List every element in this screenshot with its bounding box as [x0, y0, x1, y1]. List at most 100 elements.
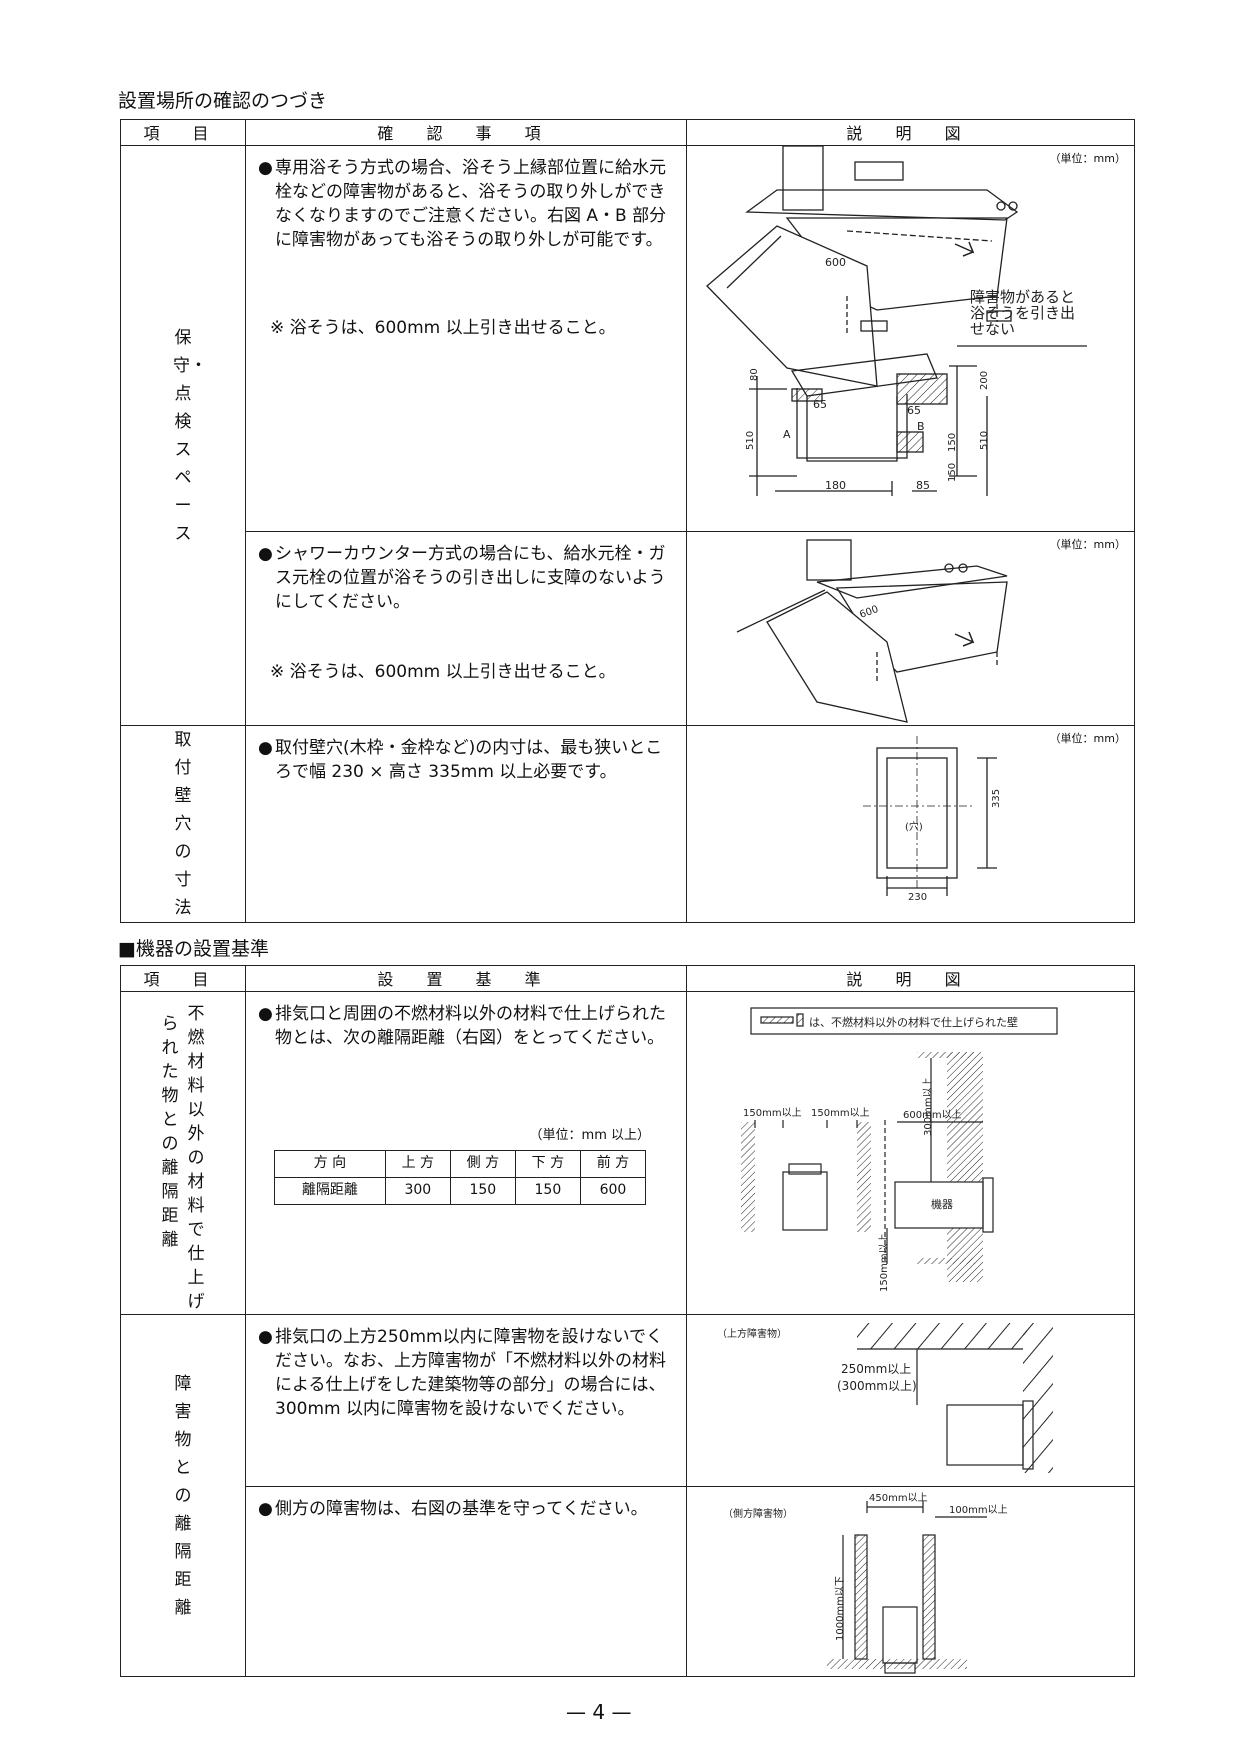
mini-cell: 150 — [449, 1177, 516, 1205]
table-header: 項 目 確 認 事 項 説 明 図 — [120, 119, 1135, 146]
table-header: 項 目 設 置 基 準 説 明 図 — [120, 965, 1135, 992]
section-title: ■機器の設置基準 — [118, 938, 269, 960]
figure-side-obstacle: （側方障害物） 450mm以上 100mm以上 1000mm以下 — [686, 1486, 1135, 1677]
mini-head: 上 方 — [384, 1150, 451, 1178]
dim-bottom: 150mm以上 — [878, 1233, 890, 1292]
figure-upper-obstacle: （上方障害物） 250mm以上 (300mm以上) — [686, 1314, 1135, 1487]
row-label-maintenance: 保守・点検スペース — [120, 145, 246, 726]
section-title: 設置場所の確認のつづき — [118, 90, 328, 112]
side-obstacle-diagram: （側方障害物） 450mm以上 100mm以上 1000mm以下 — [723, 1492, 1008, 1674]
header-criteria: 設 置 基 準 — [245, 965, 687, 992]
header-check: 確 認 事 項 — [245, 119, 687, 146]
callout-line-1: 障害物があると — [970, 288, 1075, 306]
figure-clearance: は、不燃材料以外の材料で仕上げられた壁 150mm以上 150mm以上 600m… — [686, 991, 1135, 1315]
inspection-table: 項 目 確 認 事 項 説 明 図 保守・点検スペース ●専用浴そう方式の場合、… — [120, 119, 1135, 923]
header-figure: 説 明 図 — [686, 965, 1135, 992]
dim-front: 600mm以上 — [903, 1109, 962, 1121]
dim-side-2: 150mm以上 — [811, 1107, 870, 1119]
criteria-text-cell: ●排気口と周囲の不燃材料以外の材料で仕上げられた物とは、次の離隔距離（右図）をと… — [245, 991, 687, 1315]
row-label-obstacle: 障害物との離隔距離 — [120, 1314, 246, 1677]
dim-300: (300mm以上) — [837, 1379, 917, 1393]
shower-counter-diagram: 600 — [736, 539, 1008, 723]
mini-cell: 離隔距離 — [274, 1177, 386, 1205]
figure-wall-hole: （単位：mm） (穴) 335 230 — [686, 725, 1135, 923]
criteria-text-cell: ●排気口の上方250mm以内に障害物を設けないでください。なお、上方障害物が「不… — [245, 1314, 687, 1487]
dim-150b: 150 — [947, 463, 958, 482]
table-row: 障害物との離隔距離 ●排気口の上方250mm以内に障害物を設けないでください。な… — [120, 1314, 1135, 1677]
unit-label: （単位：mm） — [1049, 732, 1126, 745]
dim-510-left: 510 — [745, 431, 756, 450]
label-col-2: られた物との離隔距離 — [161, 1014, 179, 1250]
unit-name: 機器 — [931, 1197, 953, 1211]
clearance-diagram: は、不燃材料以外の材料で仕上げられた壁 150mm以上 150mm以上 600m… — [741, 1007, 1058, 1292]
dim-80: 80 — [749, 368, 760, 381]
mini-head: 下 方 — [514, 1150, 581, 1178]
figure-caption: （側方障害物） — [723, 1507, 793, 1520]
dim-250: 250mm以上 — [841, 1362, 911, 1376]
check-text-cell: ●シャワーカウンター方式の場合にも、給水元栓・ガス元栓の位置が浴そうの引き出しに… — [245, 531, 687, 726]
callout-line-3: せない — [970, 320, 1015, 338]
check-text: 取付壁穴(木枠・金枠など)の内寸は、最も狭いところで幅 230 × 高さ 335… — [275, 738, 663, 782]
table-row: 取付壁穴の寸法 ●取付壁穴(木枠・金枠など)の内寸は、最も狭いところで幅 230… — [120, 725, 1135, 923]
dim-150a: 150 — [947, 433, 958, 452]
mini-head: 方 向 — [274, 1150, 386, 1178]
dim-side: 100mm以上 — [949, 1504, 1008, 1516]
dim-180: 180 — [825, 479, 846, 492]
mini-table-unit: （単位：mm 以上） — [529, 1128, 650, 1143]
check-text: 専用浴そう方式の場合、浴そう上縁部位置に給水元栓などの障害物があると、浴そうの取… — [275, 158, 667, 250]
mini-cell: 600 — [579, 1177, 647, 1205]
note-text: ※ 浴そうは、600mm 以上引き出せること。 — [270, 662, 616, 682]
installation-table: 項 目 設 置 基 準 説 明 図 不燃材料以外の材料で仕上げ られた物との離隔… — [120, 965, 1135, 1677]
check-text-cell: ●取付壁穴(木枠・金枠など)の内寸は、最も狭いところで幅 230 × 高さ 33… — [245, 725, 687, 923]
table-row: 保守・点検スペース ●専用浴そう方式の場合、浴そう上縁部位置に給水元栓などの障害… — [120, 145, 1135, 726]
dim-65a: 65 — [813, 398, 827, 411]
table-row: 不燃材料以外の材料で仕上げ られた物との離隔距離 ●排気口と周囲の不燃材料以外の… — [120, 991, 1135, 1315]
mini-head: 側 方 — [449, 1150, 516, 1178]
criteria-text: 側方の障害物は、右図の基準を守ってください。 — [275, 1499, 648, 1519]
label-col-1: 不燃材料以外の材料で仕上げ — [187, 1004, 205, 1312]
legend-text: は、不燃材料以外の材料で仕上げられた壁 — [809, 1015, 1018, 1029]
check-text-cell: ●専用浴そう方式の場合、浴そう上縁部位置に給水元栓などの障害物があると、浴そうの… — [245, 145, 687, 532]
mini-cell: 150 — [514, 1177, 581, 1205]
table-row: ●側方の障害物は、右図の基準を守ってください。 （側方障害物） 450mm以上 … — [121, 1486, 1135, 1677]
point-a: A — [783, 428, 791, 441]
dim-65b: 65 — [907, 404, 921, 417]
figure-caption: （上方障害物） — [717, 1327, 787, 1340]
row-label-wall-hole: 取付壁穴の寸法 — [120, 725, 246, 923]
dim-height: 1000mm以下 — [835, 1576, 846, 1641]
header-item: 項 目 — [120, 119, 246, 146]
hole-label: (穴) — [905, 820, 923, 833]
figure-bathtub-removal: （単位：mm） 600 障害物があると 浴そうを引き出 せない — [686, 145, 1135, 532]
point-b: B — [917, 420, 925, 433]
unit-label: （単位：mm） — [1049, 152, 1126, 165]
note-text: ※ 浴そうは、600mm 以上引き出せること。 — [270, 318, 616, 338]
dim-pull: 600 — [858, 604, 880, 621]
row-label-combustible: 不燃材料以外の材料で仕上げ られた物との離隔距離 — [120, 991, 246, 1315]
table-row: ●シャワーカウンター方式の場合にも、給水元栓・ガス元栓の位置が浴そうの引き出しに… — [121, 531, 1135, 726]
dim-230: 230 — [908, 892, 927, 900]
dim-top: 300mm以上 — [922, 1077, 934, 1136]
dim-width: 450mm以上 — [869, 1492, 928, 1504]
dim-335: 335 — [991, 789, 1002, 808]
dim-85: 85 — [916, 479, 930, 492]
header-item: 項 目 — [120, 965, 246, 992]
clearance-table: 方 向 上 方 側 方 下 方 前 方 離隔距離 300 150 150 600 — [274, 1150, 647, 1205]
wall-hole-diagram: (穴) 335 230 — [863, 736, 1002, 900]
criteria-text: 排気口の上方250mm以内に障害物を設けないでください。なお、上方障害物が「不燃… — [275, 1327, 666, 1419]
callout-line-2: 浴そうを引き出 — [970, 304, 1075, 322]
dim-200: 200 — [979, 371, 990, 390]
mini-cell: 300 — [384, 1177, 451, 1205]
criteria-text: 排気口と周囲の不燃材料以外の材料で仕上げられた物とは、次の離隔距離（右図）をとっ… — [275, 1004, 666, 1048]
upper-obstacle-diagram: （上方障害物） 250mm以上 (300mm以上) — [717, 1323, 1053, 1473]
mini-head: 前 方 — [579, 1150, 647, 1178]
dim-pull: 600 — [825, 256, 846, 269]
bathtub-diagram: 600 障害物があると 浴そうを引き出 せない — [706, 146, 1087, 496]
dim-510-right: 510 — [979, 431, 990, 450]
figure-shower-counter: （単位：mm） 600 — [686, 531, 1135, 726]
check-text: シャワーカウンター方式の場合にも、給水元栓・ガス元栓の位置が浴そうの引き出しに支… — [275, 544, 666, 612]
dim-side-1: 150mm以上 — [743, 1107, 802, 1119]
page-number: — 4 — — [566, 1700, 632, 1724]
header-figure: 説 明 図 — [686, 119, 1135, 146]
criteria-text-cell: ●側方の障害物は、右図の基準を守ってください。 — [245, 1486, 687, 1677]
unit-label: （単位：mm） — [1049, 538, 1126, 551]
